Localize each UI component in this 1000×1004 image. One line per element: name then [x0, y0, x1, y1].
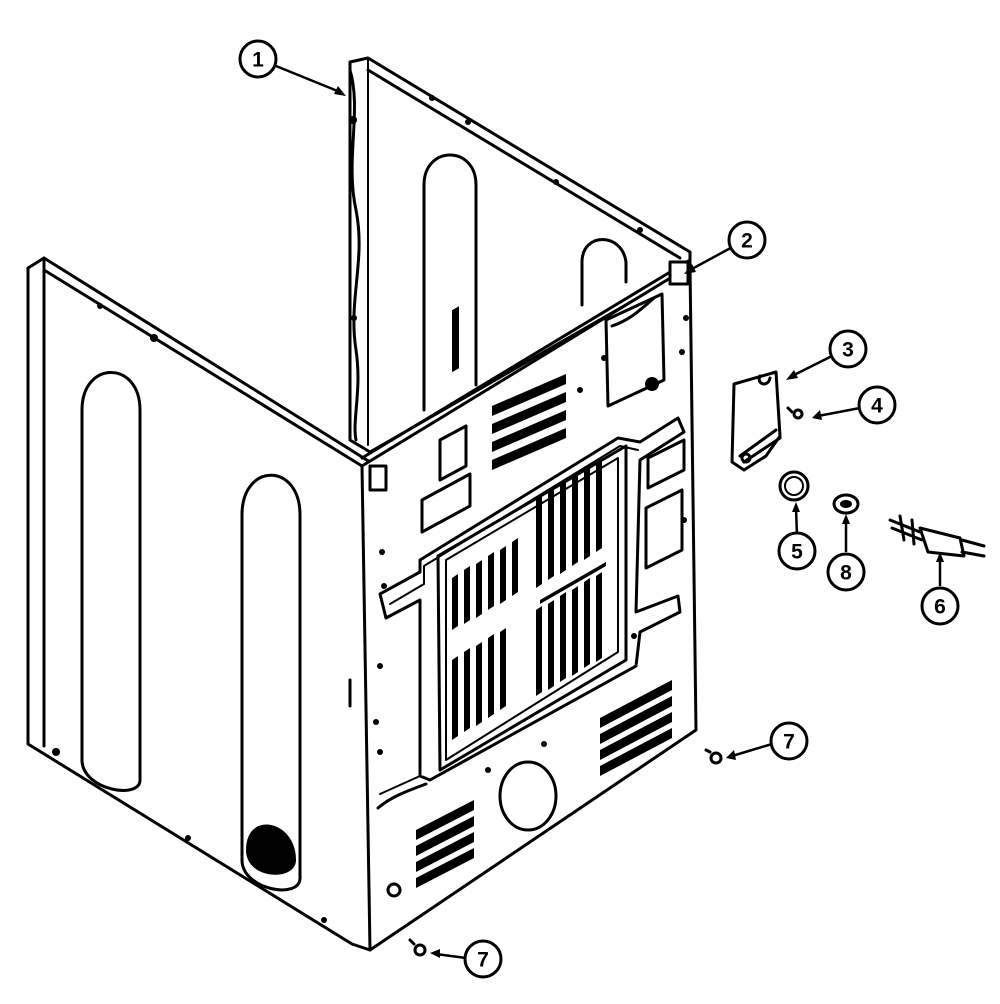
power-cord-plug-part: [888, 514, 986, 558]
callout-7-bottom: 7: [463, 939, 503, 979]
svg-text:7: 7: [477, 949, 489, 972]
lower-left-vent-louvers: [416, 800, 474, 888]
screw-part-7-bottom: [408, 938, 427, 957]
svg-text:5: 5: [791, 541, 803, 564]
callout-7-right: 7: [769, 721, 809, 761]
cabinet-back-panel: [360, 258, 698, 952]
svg-text:1: 1: [252, 49, 264, 72]
grille-slot-columns: [452, 460, 606, 740]
bushing-part: [832, 493, 860, 515]
strain-relief-ring-part: [778, 470, 810, 502]
upper-vent-louvers: [492, 374, 566, 470]
svg-text:6: 6: [934, 596, 946, 619]
callout-6: 6: [920, 586, 960, 626]
terminal-block-cover-part: [730, 370, 782, 472]
leader-lines: [275, 64, 944, 960]
svg-text:7: 7: [783, 731, 795, 754]
callout-1: 1: [238, 39, 278, 79]
callout-8: 8: [826, 552, 866, 592]
screw-part-7-right: [704, 748, 723, 765]
callout-5: 5: [777, 531, 817, 571]
callout-2: 2: [727, 220, 767, 260]
callout-4: 4: [857, 385, 897, 425]
cabinet-left-side-panel: [26, 256, 372, 952]
lower-right-vent-louvers: [600, 680, 672, 776]
svg-text:4: 4: [871, 395, 883, 418]
cabinet-rear-side-panel: [348, 56, 692, 454]
center-grille-slots: [452, 306, 459, 373]
svg-text:3: 3: [842, 339, 854, 362]
callout-3: 3: [828, 329, 868, 369]
screw-part-4: [786, 406, 804, 420]
svg-text:8: 8: [840, 562, 852, 585]
svg-text:2: 2: [741, 230, 753, 253]
